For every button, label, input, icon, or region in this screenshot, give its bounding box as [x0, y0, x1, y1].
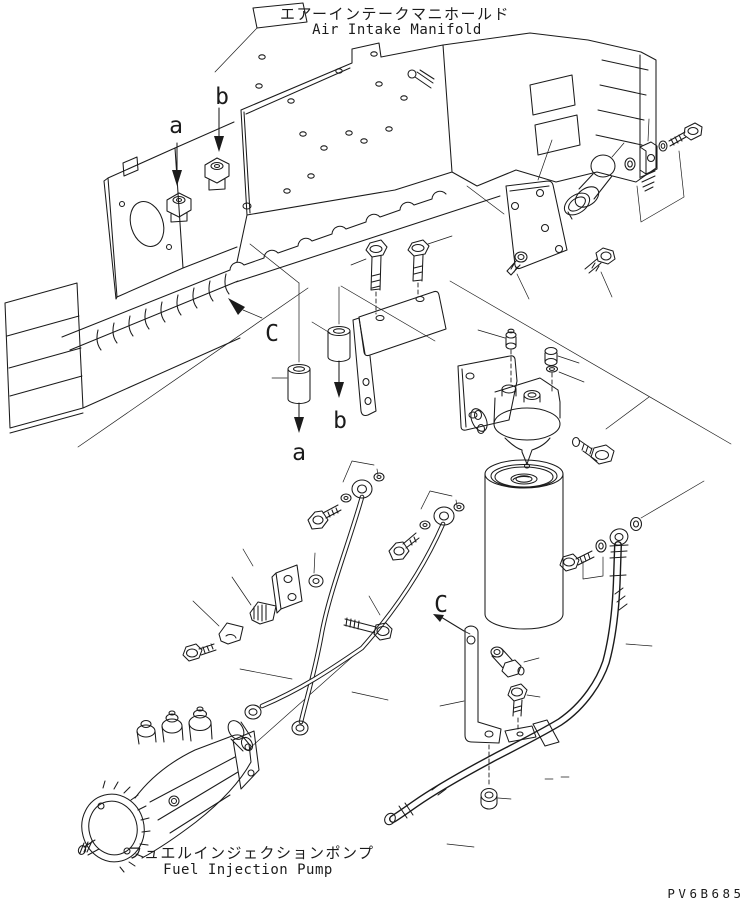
elbow-fitting — [490, 646, 504, 658]
arrow-a-top — [172, 170, 182, 186]
pipe-clamp-parts — [182, 548, 393, 662]
washer — [340, 493, 352, 503]
primer-knob — [590, 154, 616, 178]
clamp-saddle — [218, 622, 244, 645]
fuel-fitting-block — [639, 141, 658, 175]
intake-port-oval — [129, 201, 165, 247]
arrow-b-center — [334, 382, 344, 398]
bolt — [595, 247, 616, 265]
fuel-filter-cartridge — [484, 459, 564, 630]
delivery-valve — [161, 718, 183, 734]
washer — [453, 502, 465, 512]
bracket-bolt — [407, 239, 430, 257]
eye-bolt — [388, 541, 410, 561]
bolt — [683, 122, 703, 141]
clamp-bracket — [271, 564, 303, 614]
manifold-top-rail — [252, 2, 308, 29]
arrow-b-top — [214, 136, 224, 152]
hose-clamp — [532, 719, 560, 747]
bolt — [514, 251, 528, 263]
bolt — [507, 683, 528, 702]
section-marker-a-top: a — [169, 113, 183, 139]
priming-pump-assembly — [505, 118, 703, 300]
arrow-c-top — [228, 298, 245, 315]
drawing-number: PV6B685 — [667, 886, 744, 901]
mounting-standoffs — [166, 107, 230, 223]
fuel-filter-head — [457, 328, 615, 469]
washer — [545, 365, 559, 373]
section-marker-b-mid: b — [333, 408, 347, 434]
pipe-end-fittings — [244, 704, 309, 736]
section-marker-b-top: b — [215, 84, 229, 110]
head-fitting — [544, 346, 558, 356]
delivery-valve — [136, 724, 156, 738]
hose-clamp-plate — [504, 725, 537, 743]
washer — [629, 516, 643, 532]
clamp-saddle — [249, 601, 277, 625]
nut — [480, 787, 498, 803]
pump-outlet — [227, 720, 245, 740]
fuel-injection-pump — [77, 706, 260, 873]
bolt — [559, 553, 580, 572]
section-marker-a-mid: a — [292, 440, 306, 466]
manifold-stud — [407, 69, 417, 79]
fuel-pipes — [239, 494, 446, 725]
filter-head-dome — [493, 407, 561, 441]
title-air-intake-en: Air Intake Manifold — [312, 22, 482, 38]
washer — [658, 140, 668, 152]
pump-body — [134, 734, 252, 859]
hose-end — [384, 812, 396, 826]
arrow-a-center — [294, 417, 304, 433]
pump-shaft — [79, 839, 100, 856]
bolt — [590, 444, 615, 465]
bracket-bolt — [365, 239, 388, 258]
vent-plug — [505, 331, 517, 339]
washer — [373, 472, 385, 482]
banjo-fittings — [307, 460, 465, 561]
hose-coupler — [398, 783, 447, 819]
spacer-sleeves — [271, 282, 351, 433]
eye-bolt — [307, 510, 329, 530]
title-air-intake-jp: エアーインテークマニホールド — [280, 5, 510, 23]
fuel-hose — [384, 516, 653, 848]
washer — [308, 574, 324, 588]
washer — [571, 436, 581, 448]
arrow-c-bottom — [433, 614, 444, 622]
washer — [624, 157, 636, 171]
title-fuel-pump-jp: フュエルインジェクションポンプ — [127, 844, 374, 862]
engine-block — [4, 121, 241, 434]
bolt — [373, 622, 393, 641]
bolt — [182, 643, 203, 662]
title-fuel-pump-en: Fuel Injection Pump — [163, 862, 333, 878]
hose-banjo-eye — [609, 528, 629, 546]
washer — [419, 520, 431, 530]
air-intake-manifold — [61, 2, 657, 351]
washer — [595, 539, 607, 553]
section-marker-c-bottom: C — [434, 592, 448, 618]
hose-strap-bracket — [439, 625, 541, 810]
section-marker-c-mid: C — [265, 321, 279, 347]
manifold-scalloped-flange — [229, 190, 447, 271]
section-arrows — [228, 298, 471, 635]
filter-bracket — [350, 235, 453, 417]
